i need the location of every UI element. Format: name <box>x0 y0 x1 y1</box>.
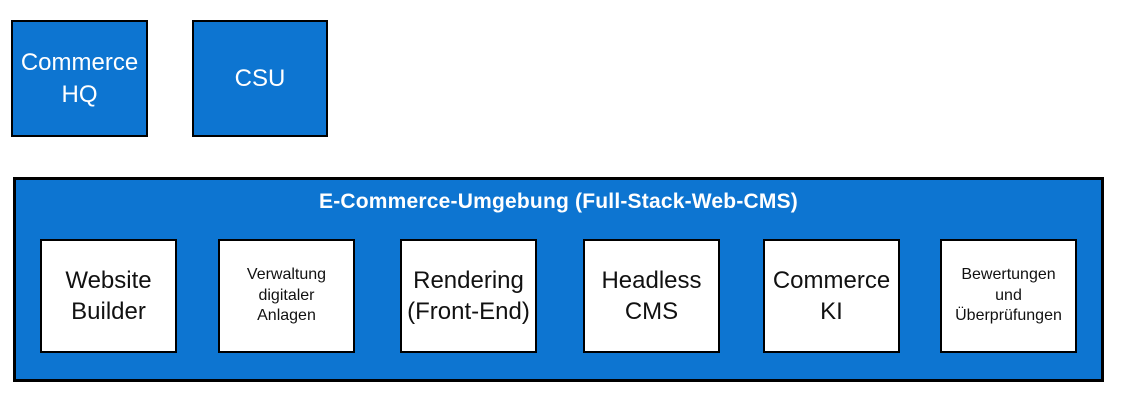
module-website-builder: Website Builder <box>40 239 177 353</box>
module-commerce-ki-label: Commerce KI <box>772 266 891 325</box>
module-ratings-reviews-label: Bewertungen und Überprüfungen <box>955 265 1062 325</box>
module-headless-cms-label: Headless CMS <box>601 266 702 325</box>
box-commerce-hq: Commerce HQ <box>11 20 148 137</box>
box-commerce-hq-label: Commerce HQ <box>20 49 139 108</box>
module-headless-cms: Headless CMS <box>583 239 720 353</box>
module-digital-asset-management: Verwaltung digitaler Anlagen <box>218 239 355 353</box>
ecommerce-environment-title: E-Commerce-Umgebung (Full-Stack-Web-CMS) <box>319 190 798 213</box>
box-csu: CSU <box>192 20 328 137</box>
module-commerce-ki: Commerce KI <box>763 239 900 353</box>
module-website-builder-label: Website Builder <box>65 266 152 325</box>
module-rendering-front-end: Rendering (Front-End) <box>400 239 537 353</box>
module-digital-asset-management-label: Verwaltung digitaler Anlagen <box>246 265 327 325</box>
module-rendering-front-end-label: Rendering (Front-End) <box>407 266 530 325</box>
box-csu-label: CSU <box>234 64 286 92</box>
ecommerce-environment-container: E-Commerce-Umgebung (Full-Stack-Web-CMS)… <box>13 177 1104 382</box>
module-ratings-reviews: Bewertungen und Überprüfungen <box>940 239 1077 353</box>
